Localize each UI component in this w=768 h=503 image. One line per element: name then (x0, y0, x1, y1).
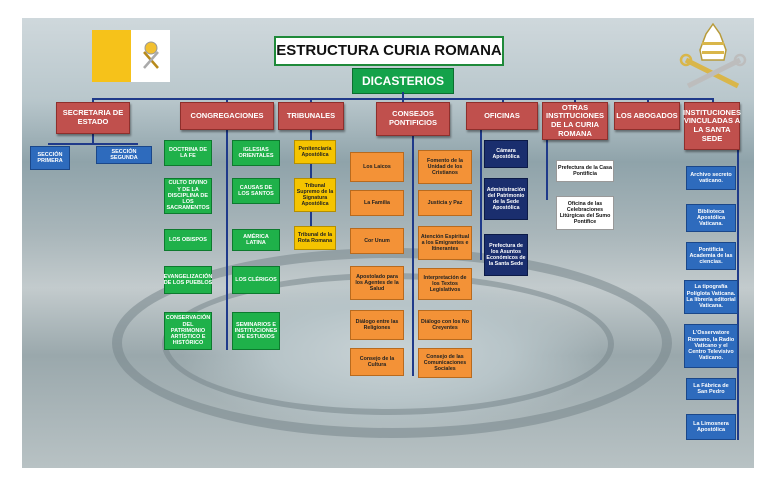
header-tribunales: TRIBUNALES (278, 102, 344, 130)
node-consejo: Interpretación de los Textos Legislativo… (418, 268, 472, 300)
node-consejo: Diálogo con los No Creyentes (418, 310, 472, 340)
node-institucion: Pontificia Academia de las ciencias. (686, 242, 736, 270)
node-consejo: Fomento de la Unidad de los Cristianos (418, 150, 472, 184)
vatican-flag-icon (92, 30, 170, 82)
connector-line (737, 150, 739, 440)
node-consejo: Diálogo entre las Religiones (350, 310, 404, 340)
node-tribunal: Tribunal de la Rota Romana (294, 226, 336, 250)
connector-line (574, 98, 576, 104)
connector-line (226, 130, 228, 350)
header-secretaria: SECRETARIA DE ESTADO (56, 102, 130, 134)
node-congregacion: AMÉRICA LATINA (232, 229, 280, 251)
node-congregacion: EVANGELIZACIÓN DE LOS PUEBLOS (164, 266, 212, 294)
chart-title: ESTRUCTURA CURIA ROMANA (274, 36, 504, 66)
node-seccion-primera: SECCIÓN PRIMERA (30, 146, 70, 170)
node-congregacion: DOCTRINA DE LA FE (164, 140, 212, 166)
connector-line (48, 143, 138, 145)
node-institucion: Biblioteca Apostólica Vaticana. (686, 204, 736, 232)
node-institucion: L'Osservatore Romano, la Radio Vaticano … (684, 324, 738, 368)
header-consejos: CONSEJOS PONTIFICIOS (376, 102, 450, 136)
header-otras: OTRAS INSTITUCIONES DE LA CURIA ROMANA (542, 102, 608, 140)
dicasterios-node: DICASTERIOS (352, 68, 454, 94)
connector-line (310, 98, 312, 104)
node-institucion: La tipografía Políglota Vaticana. La lib… (684, 280, 738, 314)
node-tribunal: Tribunal Supremo de la Signatura Apostól… (294, 178, 336, 212)
header-oficinas: OFICINAS (466, 102, 538, 130)
node-consejo: Consejo de la Cultura (350, 348, 404, 376)
connector-line (412, 136, 414, 376)
header-instituciones: INSTITUCIONES VINCULADAS A LA SANTA SEDE (683, 102, 741, 150)
node-congregacion: LOS OBISPOS (164, 229, 212, 251)
node-consejo: Justicia y Paz (418, 190, 472, 216)
node-institucion: Archivo secreto vaticano. (686, 166, 736, 190)
node-congregacion: CONSERVACIÓN DEL PATRIMONIO ARTÍSTICO E … (164, 312, 212, 350)
connector-line (402, 92, 404, 100)
node-consejo: La Familia (350, 190, 404, 216)
node-consejo: Apostolado para los Agentes de la Salud (350, 266, 404, 300)
node-oficina: Prefectura de los Asuntos Económicos de … (484, 234, 528, 276)
node-congregacion: IGLESIAS ORIENTALES (232, 140, 280, 166)
node-congregacion: SEMINARIOS E INSTITUCIONES DE ESTUDIOS (232, 312, 280, 350)
node-congregacion: CAUSAS DE LOS SANTOS (232, 178, 280, 204)
node-congregacion: CULTO DIVINO Y DE LA DISCIPLINA DE LOS S… (164, 178, 212, 214)
node-institucion: La Limosnera Apostólica (686, 414, 736, 440)
node-consejo: Consejo de las Comunicaciones Sociales (418, 348, 472, 378)
connector-line (502, 98, 504, 104)
papal-coat-of-arms-icon (678, 20, 748, 90)
header-congregaciones: CONGREGACIONES (180, 102, 274, 130)
node-congregacion: LOS CLÉRIGOS (232, 266, 280, 294)
connector-line (480, 130, 482, 260)
connector-line (546, 140, 548, 200)
node-oficina: Cámara Apostólica (484, 140, 528, 168)
node-tribunal: Penitenciaría Apostólica (294, 140, 336, 164)
node-consejo: Atención Espiritual a los Emigrantes e I… (418, 226, 472, 260)
header-abogados: LOS ABOGADOS (614, 102, 680, 130)
node-institucion: La Fábrica de San Pedro (686, 378, 736, 400)
connector-line (647, 98, 649, 104)
node-otra-institucion: Oficina de las Celebraciones Litúrgicas … (556, 196, 614, 230)
connector-line (226, 98, 228, 104)
connector-line (712, 98, 714, 104)
node-otra-institucion: Prefectura de la Casa Pontificia (556, 160, 614, 182)
node-consejo: Cor Unum (350, 228, 404, 254)
connector-line (92, 98, 94, 104)
connector-line (402, 98, 404, 104)
node-oficina: Administración del Patrimonio de la Sede… (484, 178, 528, 220)
connector-line (92, 134, 94, 144)
node-consejo: Los Laicos (350, 152, 404, 182)
node-seccion-segunda: SECCIÓN SEGUNDA (96, 146, 152, 164)
